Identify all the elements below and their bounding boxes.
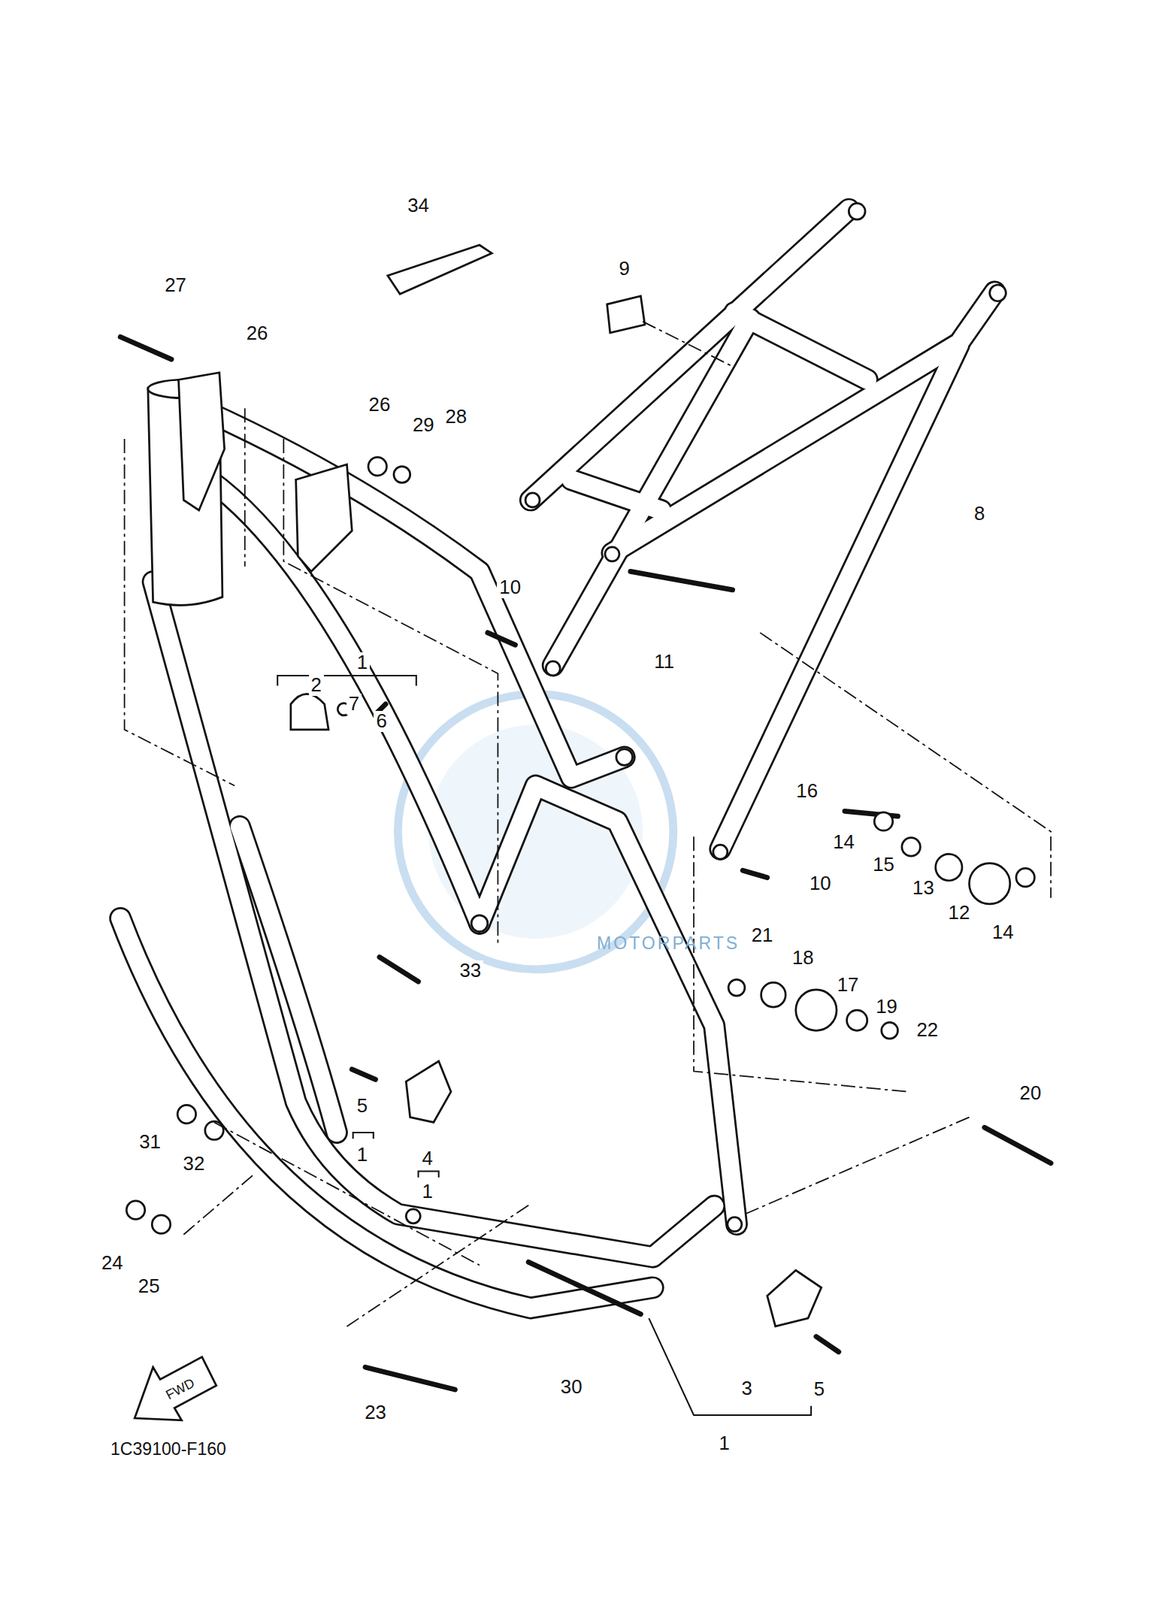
callout-number: 22 bbox=[914, 1019, 942, 1041]
watermark-text: MOTORPARTS bbox=[594, 934, 742, 954]
callout-number: 25 bbox=[136, 1276, 163, 1298]
leader-line bbox=[124, 321, 1052, 1327]
callout-number: 2 bbox=[308, 674, 324, 697]
callout-number: 20 bbox=[1017, 1083, 1045, 1105]
callout-number: 19 bbox=[873, 996, 900, 1018]
callout-number: 14 bbox=[830, 832, 857, 854]
frame-tube-outline bbox=[120, 209, 995, 1309]
callout-number: 4 bbox=[420, 1148, 436, 1170]
callout-number: 33 bbox=[456, 960, 484, 982]
bar-part bbox=[387, 245, 492, 294]
callout-number: 9 bbox=[617, 258, 633, 280]
callout-number: 5 bbox=[811, 1379, 827, 1401]
callout-number: 30 bbox=[558, 1376, 585, 1399]
callout-number: 13 bbox=[910, 877, 937, 899]
forward-arrow bbox=[134, 1357, 217, 1421]
callout-number: 14 bbox=[989, 922, 1017, 944]
callout-number: 8 bbox=[971, 503, 987, 525]
clamp-part bbox=[290, 693, 329, 730]
callout-number: 7 bbox=[346, 693, 362, 715]
callout-number: 26 bbox=[366, 394, 394, 416]
callout-number: 17 bbox=[835, 974, 862, 996]
callout-number: 10 bbox=[807, 873, 834, 895]
washer bbox=[126, 456, 1035, 1234]
callout-number: 1 bbox=[717, 1433, 733, 1455]
callout-number: 1 bbox=[420, 1181, 436, 1203]
plate-bracket bbox=[405, 1061, 451, 1123]
callout-number: 23 bbox=[362, 1402, 389, 1424]
callout-number: 11 bbox=[651, 651, 677, 673]
callout-number: 15 bbox=[870, 854, 897, 876]
callout-number: 18 bbox=[789, 947, 817, 969]
callout-number: 1 bbox=[354, 1144, 370, 1166]
callout-number: 31 bbox=[136, 1131, 164, 1153]
callout-number: 26 bbox=[244, 323, 271, 345]
callout-number: 24 bbox=[99, 1252, 126, 1274]
group-bracket bbox=[277, 675, 811, 1416]
diagram-code: 1C39100-F160 bbox=[108, 1440, 229, 1459]
engine-bracket bbox=[296, 464, 353, 572]
callout-number: 5 bbox=[354, 1095, 370, 1117]
block-part bbox=[607, 296, 645, 333]
bolt bbox=[120, 336, 1051, 1390]
callout-number: 3 bbox=[738, 1378, 754, 1400]
callout-number: 32 bbox=[181, 1153, 208, 1175]
callout-number: 27 bbox=[162, 275, 189, 297]
plate-bracket bbox=[767, 1270, 822, 1327]
callout-number: 12 bbox=[946, 902, 973, 924]
callout-number: 34 bbox=[405, 195, 432, 217]
callout-number: 6 bbox=[373, 711, 389, 733]
callout-number: 28 bbox=[442, 406, 470, 428]
callout-number: 16 bbox=[793, 780, 821, 802]
mount-lugs bbox=[405, 202, 1006, 1232]
callout-number: 29 bbox=[410, 414, 437, 436]
callout-number: 21 bbox=[749, 925, 776, 947]
callout-number: 1 bbox=[354, 652, 370, 674]
frame-tube-fill bbox=[120, 209, 995, 1309]
callout-number: 10 bbox=[496, 577, 524, 599]
engine-bracket bbox=[178, 372, 225, 511]
